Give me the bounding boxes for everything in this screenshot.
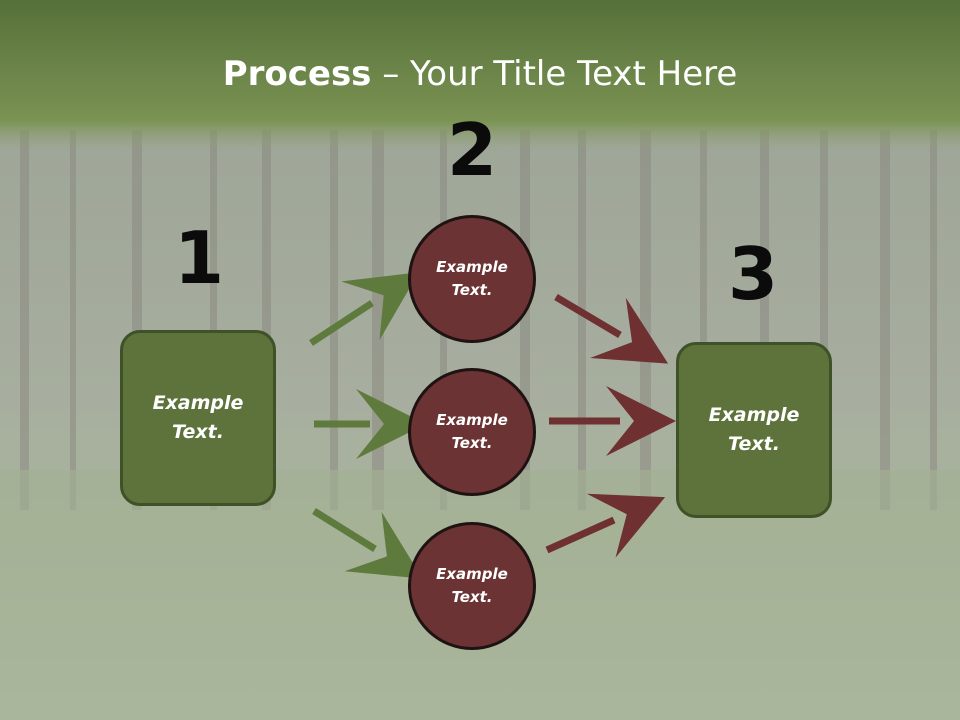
step-number-1: 1 bbox=[173, 216, 225, 300]
arrow-start-to-bottom bbox=[312, 508, 423, 579]
circle-bottom-label: Example Text. bbox=[436, 565, 508, 606]
start-box-label: Example Text. bbox=[152, 392, 244, 443]
slide-title: Process – Your Title Text Here bbox=[0, 52, 960, 96]
title-bold: Process bbox=[222, 54, 372, 94]
circle-bottom: Example Text. bbox=[408, 522, 536, 650]
circle-top-label: Example Text. bbox=[436, 258, 508, 299]
end-box-label: Example Text. bbox=[708, 404, 800, 455]
circle-middle: Example Text. bbox=[408, 368, 536, 496]
title-band bbox=[0, 0, 960, 150]
step-number-2: 2 bbox=[446, 108, 498, 192]
arrow-start-to-top bbox=[309, 272, 419, 346]
title-rest: – Your Title Text Here bbox=[371, 54, 738, 94]
circle-top: Example Text. bbox=[408, 215, 536, 343]
step-number-3: 3 bbox=[727, 232, 779, 316]
start-box: Example Text. bbox=[120, 330, 276, 506]
end-box: Example Text. bbox=[676, 342, 832, 518]
arrow-top-to-end bbox=[554, 293, 669, 364]
arrow-bottom-to-end bbox=[545, 493, 666, 558]
circle-middle-label: Example Text. bbox=[436, 411, 508, 452]
